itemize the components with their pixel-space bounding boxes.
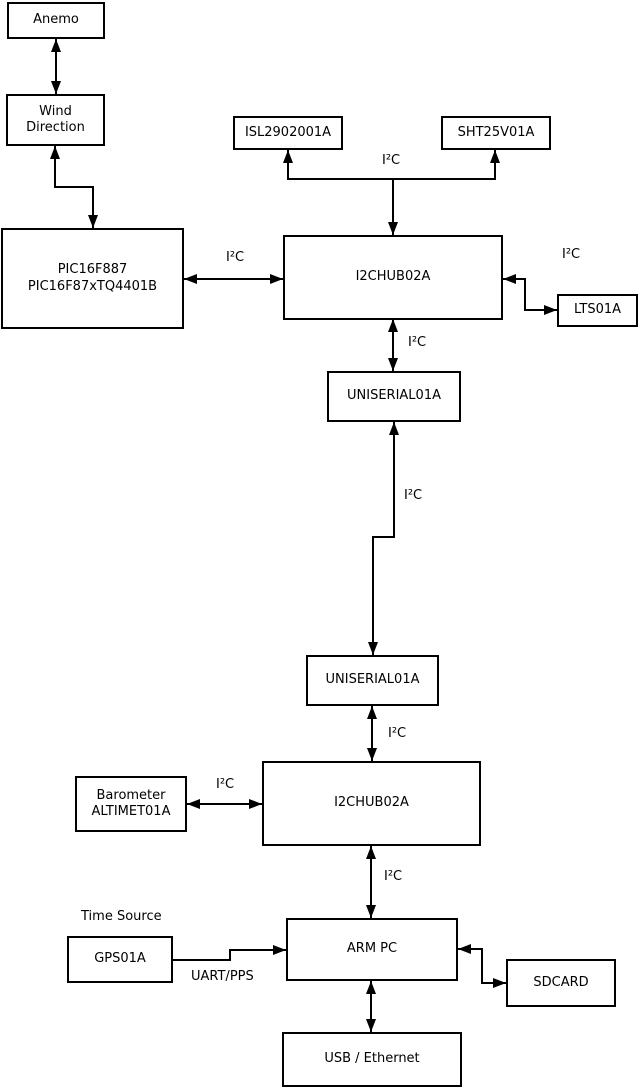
label-time-source: Time Source: [81, 909, 162, 924]
node-uniserial-1: UNISERIAL01A: [327, 371, 461, 422]
node-lts-temperature-sensor: LTS01A: [557, 294, 638, 327]
node-sht-humidity-sensor: SHT25V01A: [441, 116, 551, 150]
label-i2c-uniserial-link: I²C: [404, 488, 423, 503]
label-i2c-hub2-armpc: I²C: [384, 869, 403, 884]
node-uniserial-2: UNISERIAL01A: [306, 655, 439, 706]
label-uart-pps: UART/PPS: [191, 969, 254, 984]
node-gps: GPS01A: [67, 936, 173, 983]
node-isl-light-sensor: ISL2902001A: [233, 116, 343, 150]
node-wind-direction: Wind Direction: [6, 94, 105, 146]
connector-gps-armpc: [173, 945, 286, 961]
connector-armpc-sdcard: [458, 944, 506, 988]
node-usb-ethernet: USB / Ethernet: [282, 1032, 462, 1087]
node-arm-pc: ARM PC: [286, 918, 458, 981]
connector-winddirection-pic: [50, 146, 98, 228]
node-i2c-hub-2: I2CHUB02A: [262, 761, 481, 846]
label-i2c-uniserial2-hub2: I²C: [388, 726, 407, 741]
label-i2c-top-bus: I²C: [382, 153, 401, 168]
label-i2c-hub1-lts: I²C: [562, 247, 581, 262]
connector-bus-isl-sht: [283, 150, 500, 180]
connector-uniserial1-uniserial2: [368, 422, 399, 655]
label-i2c-barometer-hub2: I²C: [216, 777, 235, 792]
node-i2c-hub-1: I2CHUB02A: [283, 235, 503, 320]
node-anemometer: Anemo: [7, 2, 105, 39]
node-sdcard: SDCARD: [506, 959, 616, 1007]
node-pic-microcontroller: PIC16F887 PIC16F87xTQ4401B: [1, 228, 184, 329]
label-i2c-hub1-uniserial1: I²C: [408, 335, 427, 350]
connector-hub1-lts: [503, 274, 557, 315]
node-barometer: Barometer ALTIMET01A: [75, 776, 187, 832]
label-i2c-pic-hub1: I²C: [226, 250, 245, 265]
